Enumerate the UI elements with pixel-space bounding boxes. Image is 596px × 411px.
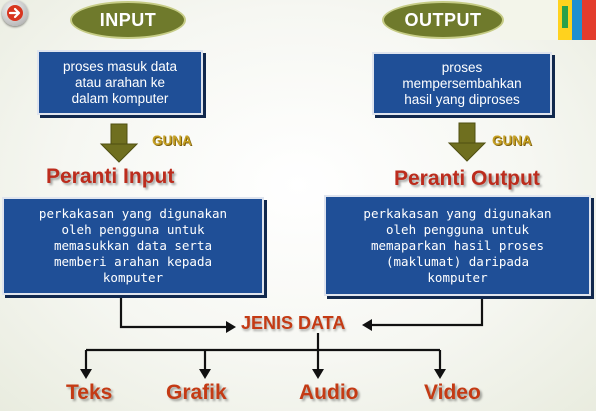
input-guna-label: GUNA: [152, 133, 192, 148]
input-definition-box: proses masuk data atau arahan ke dalam k…: [37, 50, 203, 115]
input-title-oval: INPUT: [70, 1, 186, 39]
corner-decoration: [500, 0, 596, 40]
down-arrow-output-icon: [447, 122, 487, 162]
output-definition-box: proses mempersembahkan hasil yang dipros…: [372, 52, 552, 115]
input-description-text: perkakasan yang digunakan oleh pengguna …: [38, 206, 228, 285]
nav-arrow-button[interactable]: [2, 0, 28, 26]
jenis-data-label: JENIS DATA: [241, 313, 346, 333]
output-guna-label: GUNA: [492, 133, 532, 148]
down-arrow-input-icon: [99, 123, 139, 163]
type-grafik: Grafik: [166, 381, 227, 404]
type-video: Video: [424, 381, 481, 404]
output-definition-text: proses mempersembahkan hasil yang dipros…: [402, 59, 522, 107]
output-title-oval: OUTPUT: [382, 1, 504, 39]
input-device-heading: Peranti Input: [46, 165, 175, 188]
output-description-text: perkakasan yang digunakan oleh pengguna …: [363, 205, 552, 285]
arrow-right-icon: [7, 5, 23, 21]
output-device-heading: Peranti Output: [394, 167, 540, 190]
type-teks: Teks: [66, 381, 113, 404]
input-description-box: perkakasan yang digunakan oleh pengguna …: [2, 197, 264, 295]
input-definition-text: proses masuk data atau arahan ke dalam k…: [62, 58, 178, 106]
type-audio: Audio: [299, 381, 359, 404]
output-description-box: perkakasan yang digunakan oleh pengguna …: [324, 195, 591, 296]
